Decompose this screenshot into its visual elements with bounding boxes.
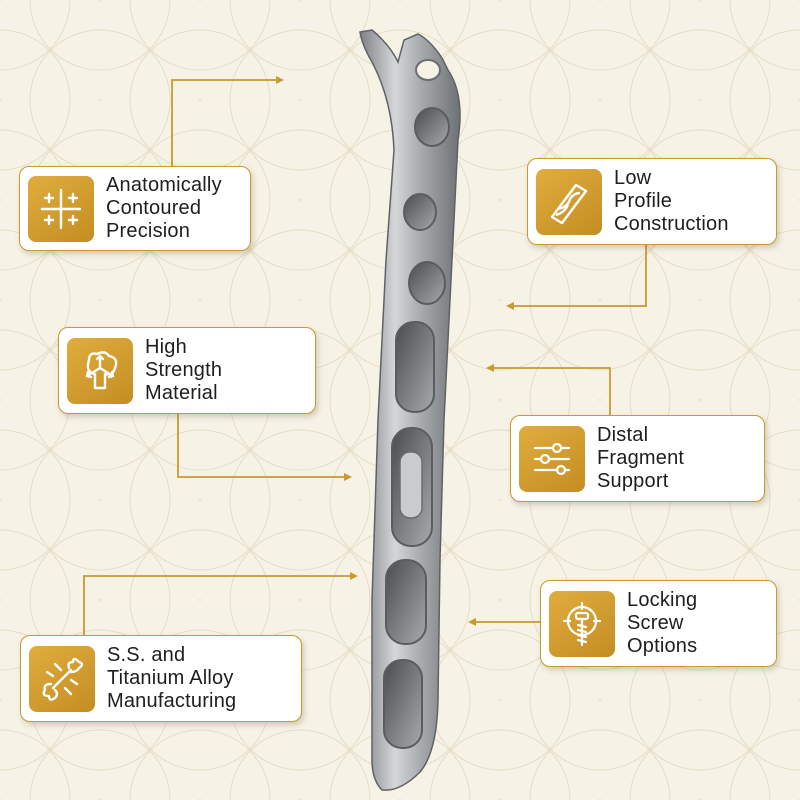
feature-label: Anatomically Contoured Precision xyxy=(106,174,222,243)
slider-controls-icon xyxy=(519,425,585,492)
feature-card-anatomically: Anatomically Contoured Precision xyxy=(19,166,251,251)
leader-high-strength xyxy=(177,414,346,478)
feature-label: Locking Screw Options xyxy=(627,589,697,658)
feature-label: High Strength Material xyxy=(145,336,222,405)
arrowhead-high-strength xyxy=(344,473,352,481)
label-line: S.S. and xyxy=(107,644,186,666)
strength-arrows-icon xyxy=(67,337,133,404)
label-line: Distal xyxy=(597,424,649,446)
target-screw-icon xyxy=(549,590,615,657)
label-line: Titanium Alloy xyxy=(107,667,234,689)
label-line: Anatomically xyxy=(106,174,222,196)
feature-label: Low Profile Construction xyxy=(614,167,729,236)
leader-anatomically xyxy=(171,79,278,166)
leader-distal xyxy=(492,367,611,415)
label-line: Locking xyxy=(627,589,698,611)
label-line: Construction xyxy=(614,213,729,235)
feature-label: S.S. and Titanium Alloy Manufacturing xyxy=(107,644,236,713)
label-line: Strength xyxy=(145,359,223,381)
label-line: Options xyxy=(627,635,698,657)
label-line: Profile xyxy=(614,190,673,212)
label-line: Fragment xyxy=(597,447,685,469)
feature-card-ss-titanium: S.S. and Titanium Alloy Manufacturing xyxy=(20,635,302,722)
crosshair-grid-icon xyxy=(28,175,94,242)
leader-ss xyxy=(83,575,352,635)
arrowhead-low-profile xyxy=(506,302,514,310)
bone-icon xyxy=(29,645,95,712)
label-line: Manufacturing xyxy=(107,690,237,712)
feature-card-high-strength: High Strength Material xyxy=(58,327,316,414)
label-line: Screw xyxy=(627,612,684,634)
arrowhead-ss xyxy=(350,572,358,580)
arrowhead-distal xyxy=(486,364,494,372)
label-line: Material xyxy=(145,382,218,404)
label-line: Low xyxy=(614,167,652,189)
label-line: Precision xyxy=(106,220,191,242)
feature-card-distal: Distal Fragment Support xyxy=(510,415,765,502)
feature-label: Distal Fragment Support xyxy=(597,424,684,493)
label-line: High xyxy=(145,336,187,358)
arrowhead-anatomically xyxy=(276,76,284,84)
label-line: Support xyxy=(597,470,669,492)
label-line: Contoured xyxy=(106,197,202,219)
twisted-bar-icon xyxy=(536,168,602,235)
feature-card-low-profile: Low Profile Construction xyxy=(527,158,777,245)
leader-low-profile xyxy=(512,245,647,307)
feature-card-locking: Locking Screw Options xyxy=(540,580,777,667)
arrowhead-locking xyxy=(468,618,476,626)
